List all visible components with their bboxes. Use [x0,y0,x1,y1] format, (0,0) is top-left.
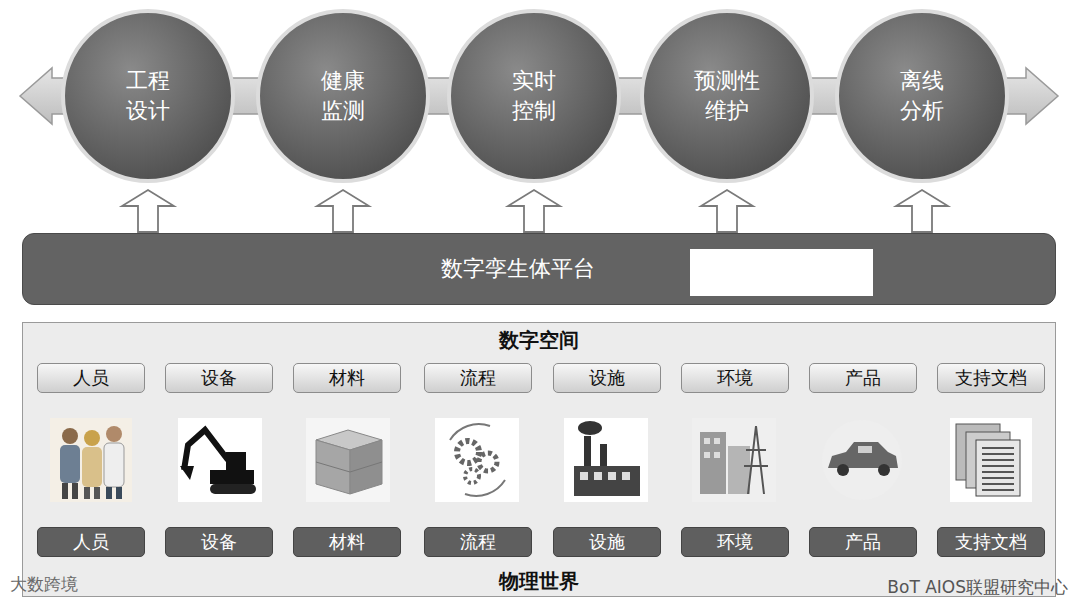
node-label: 产品 [845,530,881,554]
circle-outline [255,8,431,184]
circle-shape [642,11,812,181]
node-label: 设施 [589,366,625,390]
category-box: 环境 [681,527,789,557]
node-label: 设备 [201,366,237,390]
node-label: 支持文档 [955,366,1027,390]
category-box: 设备 [165,527,273,557]
block-arrow [508,190,560,232]
circle-outline [60,8,236,184]
node-label: 工程设计 [123,66,173,125]
node-label: 设备 [201,530,237,554]
node-label: 支持文档 [955,530,1027,554]
panel-heading: 数字空间 [23,327,1055,354]
category-box: 流程 [424,363,532,393]
category-box: 材料 [293,363,401,393]
category-box: 材料 [293,527,401,557]
category-box: 支持文档 [937,363,1045,393]
node-label: 流程 [460,366,496,390]
node-label: 材料 [329,366,365,390]
category-box: 产品 [809,527,917,557]
category-box: 支持文档 [937,527,1045,557]
category-box: 人员 [37,527,145,557]
watermark: BoT AIOS联盟研究中心 [887,576,1068,599]
node-label: 人员 [73,530,109,554]
application-circle: 实时控制 [446,8,622,184]
block-arrow [317,190,369,232]
circle-outline [639,8,815,184]
application-circle: 离线分析 [834,8,1010,184]
node-label: 设施 [589,530,625,554]
watermark: 大数跨境 [10,573,78,596]
node-label: 实时控制 [509,66,559,125]
circle-shape [449,11,619,181]
node-label: 预测性维护 [691,66,763,125]
category-box: 产品 [809,363,917,393]
category-box: 设施 [553,363,661,393]
space-panel: 数字空间物理世界人员设备材料流程设施环境产品支持文档人员设备材料流程设施环境产品… [22,322,1056,597]
circle-outline [834,8,1010,184]
node-label: 产品 [845,366,881,390]
category-box: 设备 [165,363,273,393]
block-arrow [896,190,948,232]
category-box: 流程 [424,527,532,557]
node-label: 环境 [717,530,753,554]
node-label: 数字孪生体平台 [441,254,595,284]
circle-outline [446,8,622,184]
category-box: 环境 [681,363,789,393]
node-label: 离线分析 [897,66,947,125]
circle-shape [837,11,1007,181]
node-label: 人员 [73,366,109,390]
block-arrow [122,190,174,232]
application-circle: 预测性维护 [639,8,815,184]
node-label: 流程 [460,530,496,554]
circle-shape [63,11,233,181]
platform-band: 数字孪生体平台 [22,233,1056,305]
node-label: 健康监测 [318,66,368,125]
node-label: 环境 [717,366,753,390]
application-circle: 健康监测 [255,8,431,184]
category-box: 人员 [37,363,145,393]
block-arrow [701,190,753,232]
application-circle: 工程设计 [60,8,236,184]
circle-shape [258,11,428,181]
node-label: 材料 [329,530,365,554]
category-box: 设施 [553,527,661,557]
